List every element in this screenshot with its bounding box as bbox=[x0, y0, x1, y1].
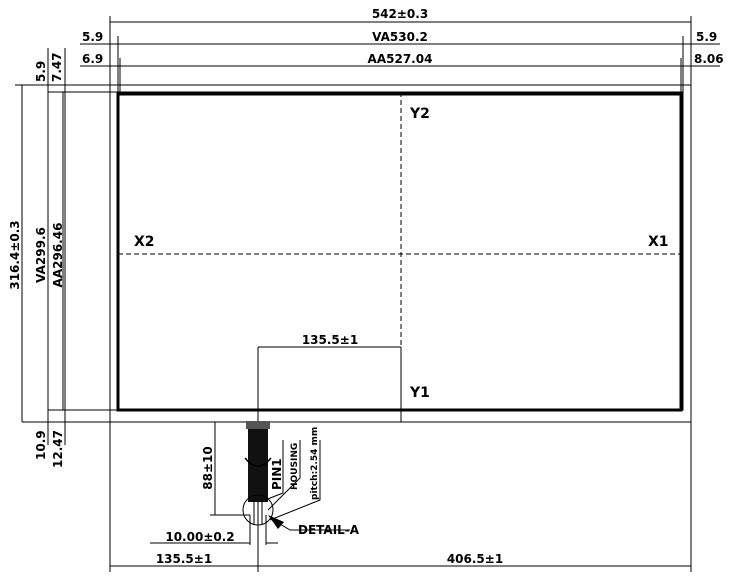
dim-va-bottom: 10.9 bbox=[34, 430, 48, 460]
callout-detail-a: DETAIL-A bbox=[298, 523, 360, 537]
axis-label-y1: Y1 bbox=[409, 385, 430, 401]
dim-va-right: 5.9 bbox=[696, 30, 717, 44]
dim-aa-top: 7.47 bbox=[50, 52, 64, 82]
axis-label-x1: X1 bbox=[648, 234, 669, 250]
outline-lines bbox=[15, 16, 720, 572]
dim-va-left: 5.9 bbox=[82, 30, 103, 44]
dim-va-height: VA299.6 bbox=[34, 227, 48, 283]
dim-tail-length: 88±10 bbox=[201, 446, 215, 489]
dim-aa-bottom: 12.47 bbox=[51, 430, 65, 468]
dim-tail-offset-right: 406.5±1 bbox=[447, 552, 503, 566]
callout-pitch: pitch:2.54 mm bbox=[310, 427, 320, 500]
dim-overall-height: 316.4±0.3 bbox=[8, 220, 22, 289]
axis-crosshair bbox=[118, 92, 681, 410]
axis-label-x2: X2 bbox=[134, 234, 155, 250]
dim-tail-offset-left: 135.5±1 bbox=[156, 552, 212, 566]
dim-aa-left: 6.9 bbox=[82, 52, 103, 66]
dim-tail-offset-top: 135.5±1 bbox=[302, 333, 358, 347]
dim-va-width: VA530.2 bbox=[372, 30, 428, 44]
callout-pin1: PIN1 bbox=[270, 458, 284, 490]
dim-tail-width: 10.00±0.2 bbox=[165, 530, 234, 544]
fpc-tail bbox=[242, 421, 350, 531]
dim-va-top: 5.9 bbox=[34, 61, 48, 82]
callout-housing: HOUSING bbox=[290, 443, 300, 490]
dim-overall-width: 542±0.3 bbox=[372, 7, 428, 21]
axis-label-y2: Y2 bbox=[409, 106, 430, 122]
active-area bbox=[116, 92, 683, 412]
dim-aa-right: 8.06 bbox=[694, 52, 724, 66]
dim-aa-height: AA296.46 bbox=[51, 223, 65, 288]
dim-aa-width: AA527.04 bbox=[368, 52, 433, 66]
